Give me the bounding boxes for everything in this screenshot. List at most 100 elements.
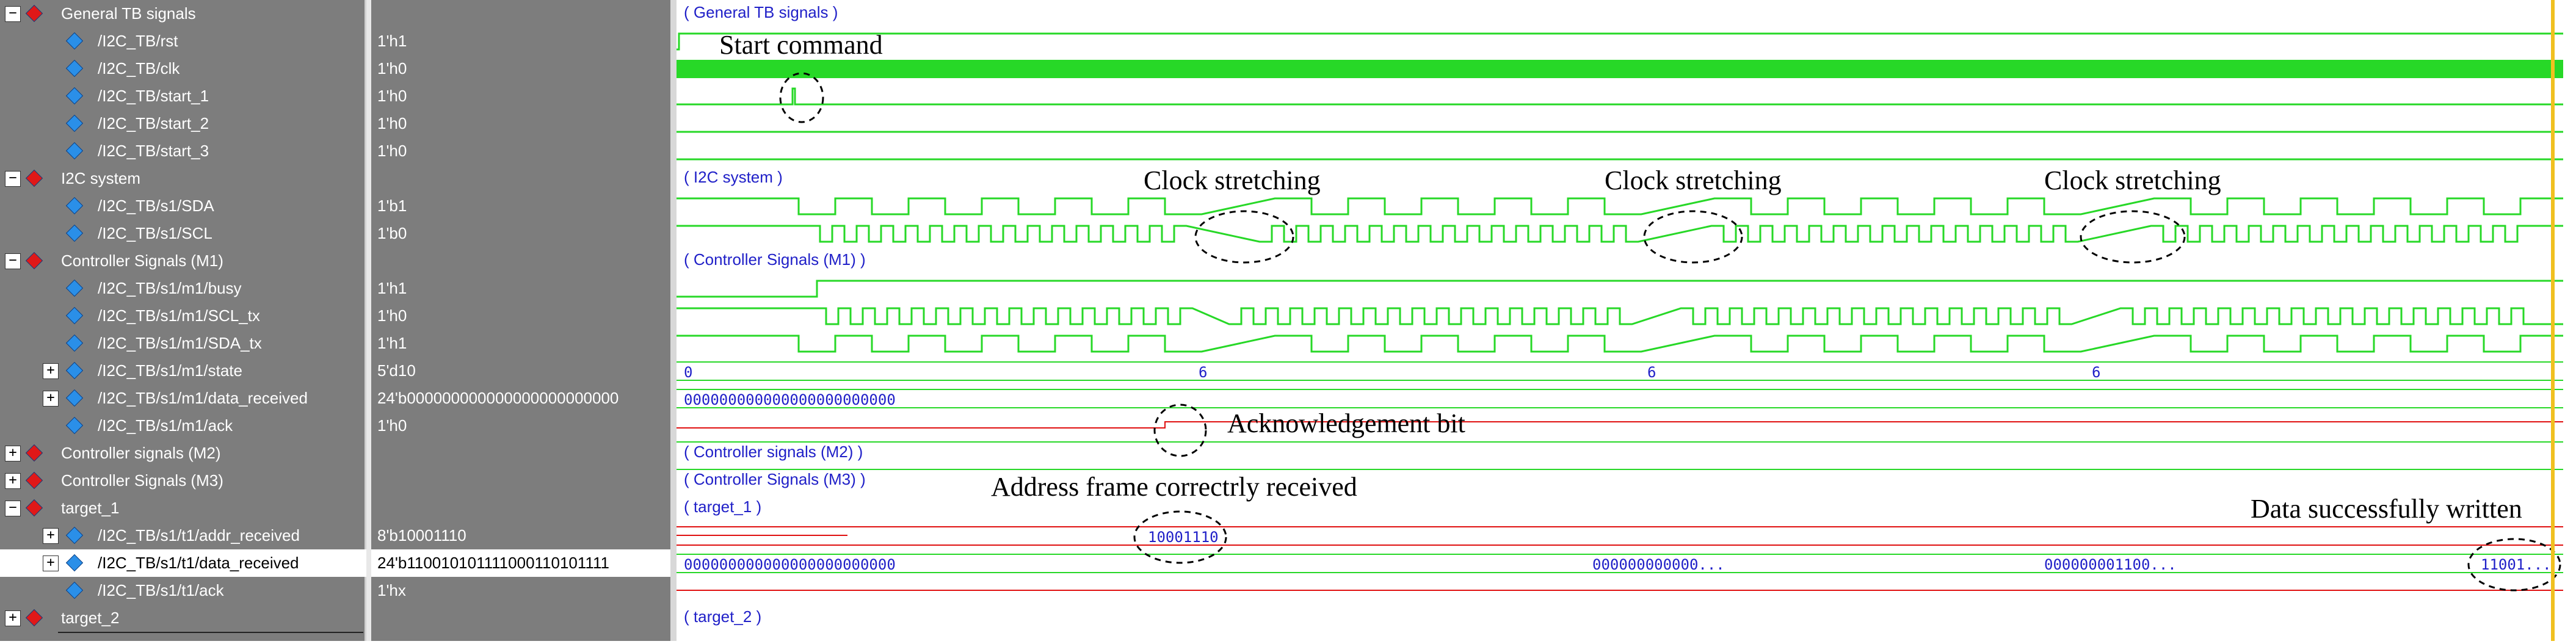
signal-value-row: 1'b1 [371,192,670,220]
signal-name: /I2C_TB/s1/m1/data_received [98,389,308,407]
signal-name: /I2C_TB/clk [98,59,180,78]
addr-received-value: 10001110 [1148,529,1219,546]
signal-name: Controller signals (M2) [61,444,221,462]
collapse-toggle[interactable]: − [5,171,21,187]
signal-diamond-icon [65,389,84,407]
signal-row[interactable]: /I2C_TB/s1/m1/SDA_tx [0,330,366,357]
signal-value: 1'h0 [377,306,407,325]
wave-m1-ack [677,421,2563,429]
signal-name: Controller Signals (M3) [61,471,223,490]
signal-row[interactable]: + /I2C_TB/s1/m1/data_received [0,385,366,412]
group-diamond-icon [25,499,43,517]
signal-value-row: 1'b0 [371,220,670,247]
signal-diamond-icon [65,32,84,50]
signal-row[interactable]: +/I2C_TB/s1/m1/state [0,357,366,385]
signal-name: /I2C_TB/start_2 [98,114,209,132]
waveform-pane[interactable]: ( General TB signals ) ( I2C system ) ( … [677,0,2576,641]
signal-row[interactable]: /I2C_TB/s1/m1/SCL_tx [0,302,366,330]
signal-diamond-icon [65,306,84,325]
collapse-toggle[interactable]: − [5,501,21,516]
wave-scl [677,225,2563,243]
signal-group-row[interactable]: −I2C system [0,165,366,192]
annotation-address-frame: Address frame correctrly received [991,472,1357,502]
signal-name: target_1 [61,499,120,517]
waveform-canvas [677,0,2563,641]
ellipse-data [2467,538,2561,592]
pane-bottom-divider [58,632,363,633]
annotation-clock-stretching-1: Clock stretching [1144,165,1321,195]
wave-m1-data-bus [677,389,2563,408]
expand-toggle[interactable]: + [5,610,21,626]
signal-row[interactable]: /I2C_TB/rst [0,27,366,55]
t1-data-value-3: 11001... [2481,556,2552,573]
signal-diamond-icon [65,554,84,572]
signal-value: 1'h0 [377,142,407,160]
signal-name: /I2C_TB/s1/m1/busy [98,279,242,297]
signal-name: /I2C_TB/s1/t1/data_received [98,554,299,572]
signal-group-row[interactable]: −General TB signals [0,0,366,27]
wave-busy [677,280,2563,298]
signal-name: /I2C_TB/s1/m1/SCL_tx [98,306,260,325]
signal-group-row[interactable]: − Controller Signals (M1) [0,247,366,275]
signal-row[interactable]: + /I2C_TB/s1/t1/data_received [0,549,366,577]
signal-row[interactable]: /I2C_TB/s1/SCL [0,220,366,247]
pane-splitter[interactable] [670,0,677,641]
signal-diamond-icon [65,361,84,380]
signal-diamond-icon [65,142,84,160]
signal-value-row: 1'h0 [371,137,670,165]
group-diamond-icon [25,609,43,627]
signal-row[interactable]: /I2C_TB/start_2 [0,110,366,137]
signal-group-row[interactable]: − target_1 [0,494,366,522]
signal-value: 1'h1 [377,279,407,297]
signal-names-pane: −General TB signals/I2C_TB/rst/I2C_TB/cl… [0,0,366,641]
annotation-data-written: Data successfully written [2251,494,2522,524]
expand-toggle[interactable]: + [5,473,21,489]
collapse-toggle[interactable]: − [5,253,21,269]
signal-row[interactable]: /I2C_TB/s1/m1/busy [0,275,366,302]
group-diamond-icon [25,444,43,462]
group-diamond-icon [25,169,43,187]
collapse-toggle[interactable]: − [5,6,21,22]
signal-name: Controller Signals (M1) [61,251,223,270]
signal-group-row[interactable]: + Controller Signals (M3) [0,467,366,494]
expand-toggle[interactable]: + [5,446,21,461]
signal-row[interactable]: /I2C_TB/s1/m1/ack [0,412,366,440]
signal-name: /I2C_TB/s1/t1/ack [98,581,224,599]
signal-row[interactable]: +/I2C_TB/s1/t1/addr_received [0,522,366,549]
signal-value: 24'b110010101111000110101111 [377,554,609,572]
signal-value-row [371,604,670,632]
expand-toggle[interactable]: + [43,528,59,544]
signal-value-row: 1'h1 [371,275,670,302]
signal-row[interactable]: /I2C_TB/clk [0,55,366,82]
ellipse-clock-3 [2080,210,2186,264]
signal-value-row [371,494,670,522]
signal-group-row[interactable]: + Controller signals (M2) [0,440,366,467]
group-diamond-icon [25,251,43,270]
wave-start-1 [677,87,2563,106]
signal-row[interactable]: /I2C_TB/start_1 [0,82,366,110]
signal-value: 1'h1 [377,334,407,352]
signal-row[interactable]: /I2C_TB/start_3 [0,137,366,165]
annotation-start-command: Start command [719,30,883,60]
signal-value: 1'h0 [377,416,407,435]
signal-value: 1'h1 [377,32,407,50]
expand-toggle[interactable]: + [43,363,59,379]
signal-group-row[interactable]: +target_2 [0,604,366,632]
annotation-clock-stretching-2: Clock stretching [1605,165,1782,195]
signal-name: /I2C_TB/s1/m1/ack [98,416,233,435]
annotation-acknowledgement-bit: Acknowledgement bit [1227,408,1465,438]
signal-value-row: 1'h1 [371,27,670,55]
signal-value: 24'b000000000000000000000000 [377,389,619,407]
signal-diamond-icon [65,334,84,352]
signal-row[interactable]: /I2C_TB/s1/t1/ack [0,577,366,604]
signal-diamond-icon [65,416,84,435]
expand-toggle[interactable]: + [43,391,59,407]
expand-toggle[interactable]: + [43,555,59,571]
signal-row[interactable]: /I2C_TB/s1/SDA [0,192,366,220]
signal-value: 5'd10 [377,361,416,380]
group-label-t1: ( target_1 ) [684,497,762,516]
signal-value-row [371,467,670,494]
signal-diamond-icon [65,114,84,132]
signal-value: 1'b1 [377,197,407,215]
